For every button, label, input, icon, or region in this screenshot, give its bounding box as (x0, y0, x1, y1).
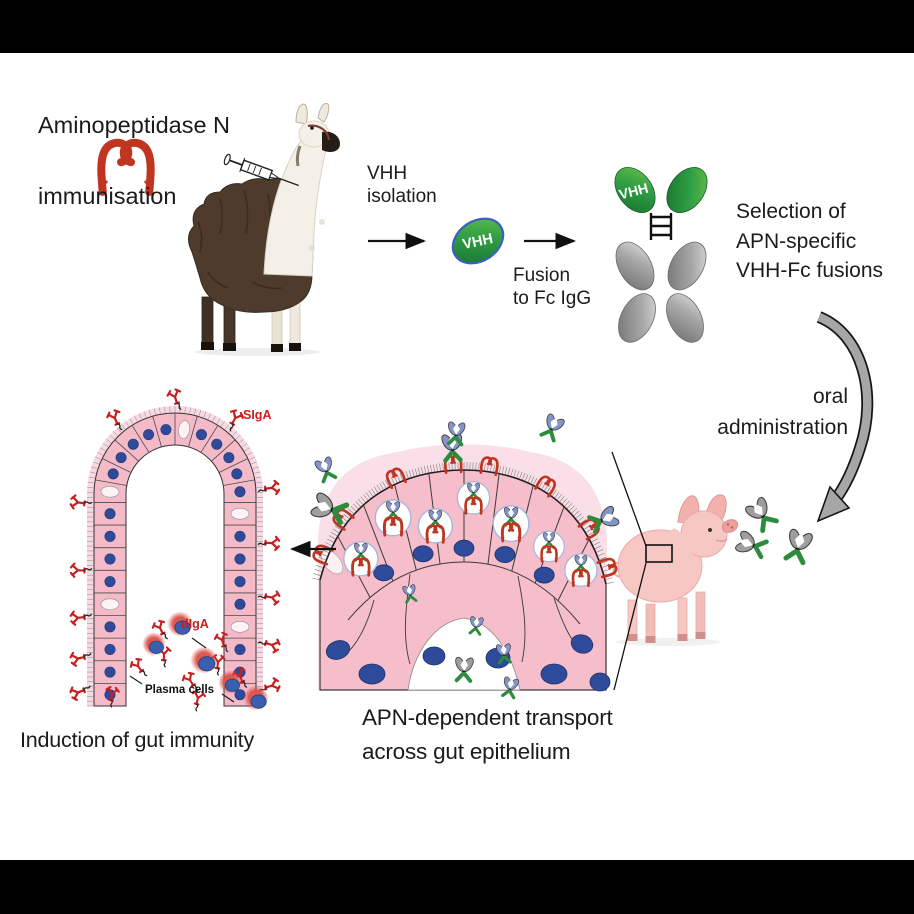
plasma-cells-label: Plasma cells (145, 684, 215, 696)
nucleus-group (325, 634, 611, 692)
letterbox-top (0, 0, 914, 53)
antigen-label: Aminopeptidase N (38, 112, 231, 138)
villus-illustration (68, 387, 282, 714)
vhh-isolation-label: VHH isolation (367, 163, 437, 207)
piglet-illustration (612, 494, 739, 646)
vhh-fc-antibody-icon: VHH (614, 167, 708, 343)
immunisation-label: immunisation (38, 183, 177, 209)
gut-immunity-caption: Induction of gut immunity (20, 728, 255, 752)
transport-caption: APN-dependent transport across gut epith… (362, 705, 613, 764)
fusion-label: Fusion to Fc IgG (513, 265, 592, 309)
siga-label: SIgA (243, 408, 272, 422)
syringe-icon (223, 153, 299, 187)
vhh-fusion-text: VHH (617, 180, 650, 203)
oral-administration-label: oral administration (717, 385, 848, 439)
diga-label: dIgA (181, 617, 209, 631)
llama-illustration (188, 103, 340, 356)
letterbox-bottom (0, 860, 914, 914)
gut-epithelium-illustration (314, 408, 612, 701)
fed-antibodies-icons (740, 495, 850, 575)
selection-label: Selection of APN-specific VHH-Fc fusions (736, 200, 884, 282)
vhh-domain-icon: VHH (451, 217, 505, 265)
vhh-domain-text: VHH (461, 231, 494, 253)
